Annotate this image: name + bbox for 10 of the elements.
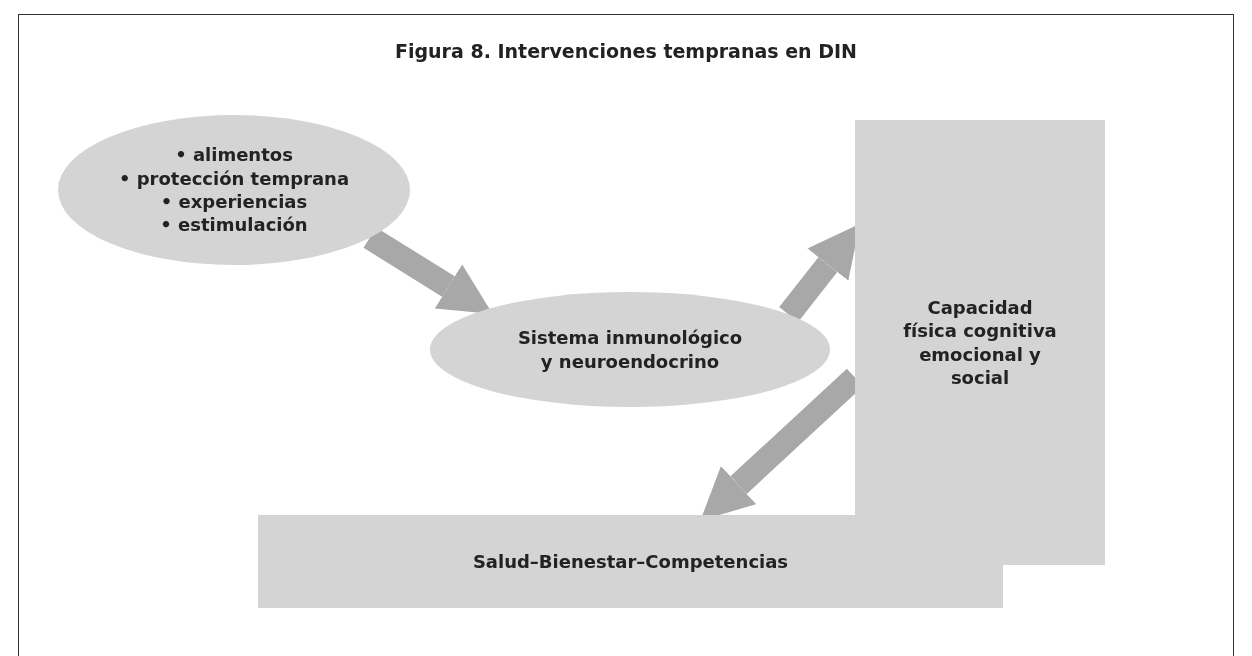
capacity-box xyxy=(855,120,1105,565)
node-label: Sistema inmunológico y neuroendocrino xyxy=(516,326,744,373)
node-label: Capacidad física cognitiva emocional y social xyxy=(902,295,1058,390)
outcome-bar xyxy=(258,515,1003,608)
node-label: • estimulación xyxy=(160,213,308,237)
node-label: • alimentos xyxy=(175,143,293,167)
figure-title: Figura 8. Intervenciones tempranas en DIN xyxy=(394,40,858,62)
node-label: • experiencias xyxy=(160,190,308,214)
node-label: Salud–Bienestar–Competencias xyxy=(472,549,789,574)
node-label: • protección temprana xyxy=(118,166,350,190)
